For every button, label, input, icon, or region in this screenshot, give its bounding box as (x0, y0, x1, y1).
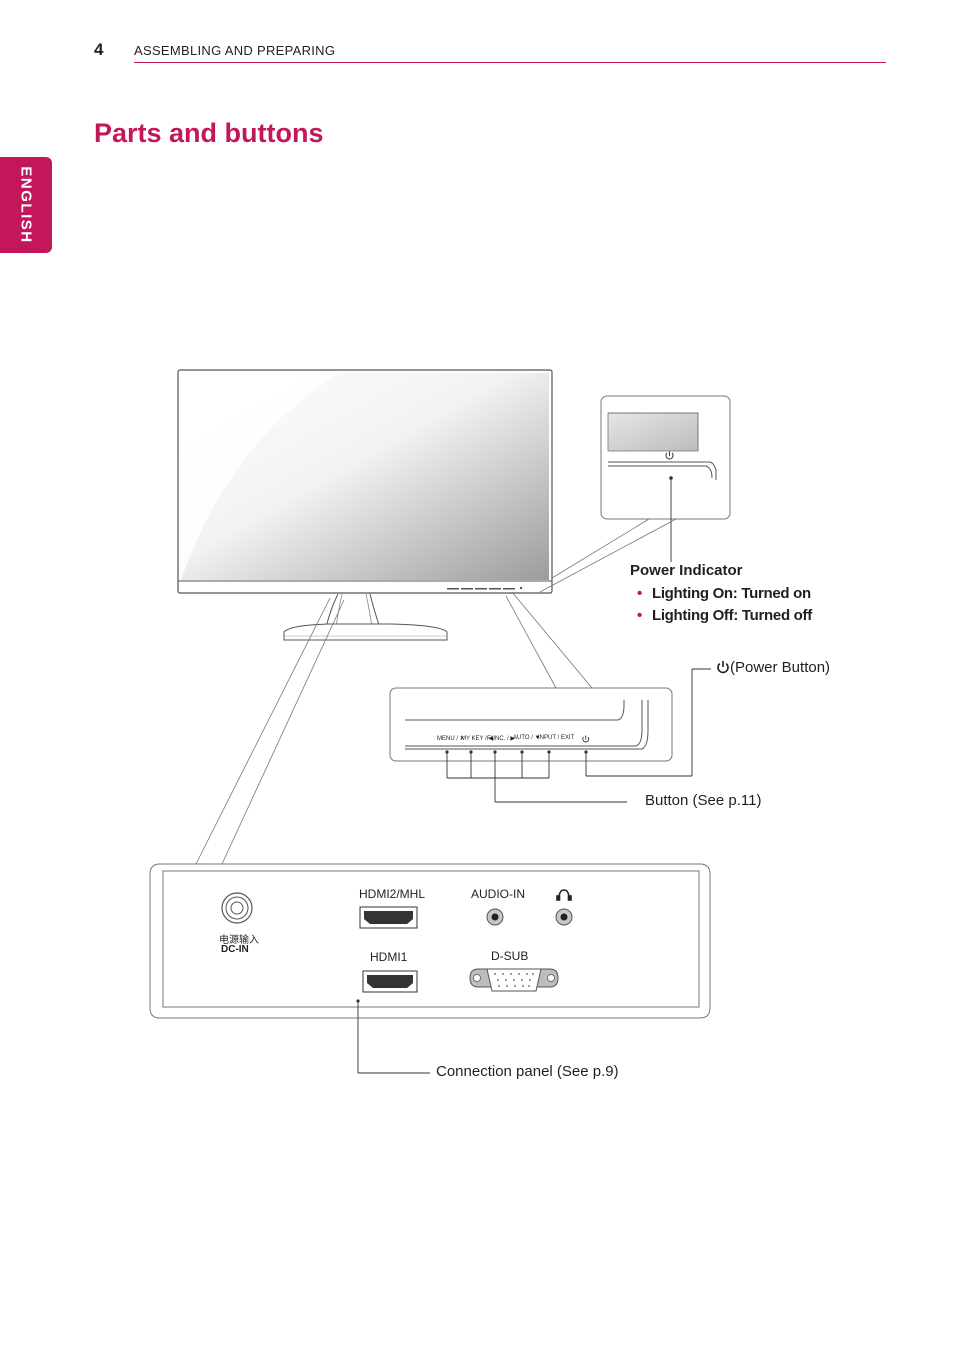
dc-in-jack (221, 892, 253, 924)
power-indicator-title: Power Indicator (630, 562, 743, 579)
hdmi1-port (362, 970, 418, 993)
connection-panel-callout: Connection panel (See p.9) (436, 1063, 619, 1080)
power-button-callout: (Power Button) (716, 659, 830, 676)
button-label-input: INPUT / EXIT (538, 735, 575, 741)
hdmi2-label: HDMI2/MHL (359, 887, 426, 901)
hdmi1-label: HDMI1 (370, 950, 408, 964)
dc-in-cn-label: 电源输入 (219, 935, 259, 946)
power-indicator-inset (539, 395, 731, 593)
button-callout: Button (See p.11) (645, 792, 762, 809)
dc-in-label: DC-IN (221, 944, 249, 955)
header-rule (134, 62, 886, 63)
button-panel-inset (389, 591, 711, 803)
dsub-label: D-SUB (491, 949, 529, 963)
page-number: 4 (94, 40, 104, 59)
page-title: Parts and buttons (94, 118, 324, 148)
button-label-mykey: MY KEY / ◀ (461, 736, 494, 742)
language-tab: ENGLISH (0, 157, 52, 253)
bullet-icon: • (637, 607, 642, 624)
power-icon (665, 451, 674, 460)
bullet-icon: • (637, 585, 642, 602)
connection-panel (149, 597, 711, 1074)
power-icon (582, 735, 590, 743)
power-indicator-item: •Lighting On: Turned on (637, 585, 811, 602)
hdmi2-port (359, 906, 418, 929)
dsub-port (469, 968, 559, 992)
headphone-icon (556, 889, 572, 901)
power-icon (717, 661, 729, 674)
button-label-func: FUNC. / ▶ (487, 736, 515, 742)
audio-in-label: AUDIO-IN (471, 887, 525, 901)
section-title: ASSEMBLING AND PREPARING (134, 43, 336, 58)
audio-in-jack (486, 908, 504, 926)
monitor-front-view (177, 369, 553, 641)
button-label-auto: AUTO / ▼ (513, 735, 541, 741)
headphone-jack (555, 908, 573, 926)
power-indicator-item: •Lighting Off: Turned off (637, 607, 812, 624)
button-label-menu: MENU / ✕ (437, 736, 465, 742)
